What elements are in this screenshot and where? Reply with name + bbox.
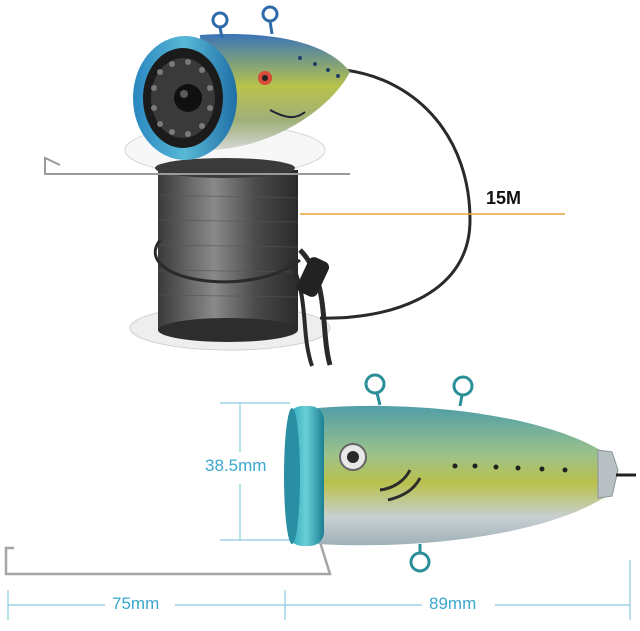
body-length-label: 89mm [429, 594, 477, 613]
rod-length-label: 75mm [112, 594, 160, 613]
cable [319, 68, 472, 320]
hanger-rod-bottom [4, 541, 332, 576]
camera-top [133, 5, 350, 160]
camera-lens [174, 84, 202, 112]
cable-plug [296, 257, 330, 297]
dimension-lines [7, 402, 631, 620]
cable-length-label: 15M [486, 188, 522, 208]
cable-spool [158, 170, 298, 330]
hanger-rod [44, 156, 350, 175]
height-dimension-label: 38.5mm [205, 456, 267, 475]
camera-side-view [284, 373, 636, 573]
